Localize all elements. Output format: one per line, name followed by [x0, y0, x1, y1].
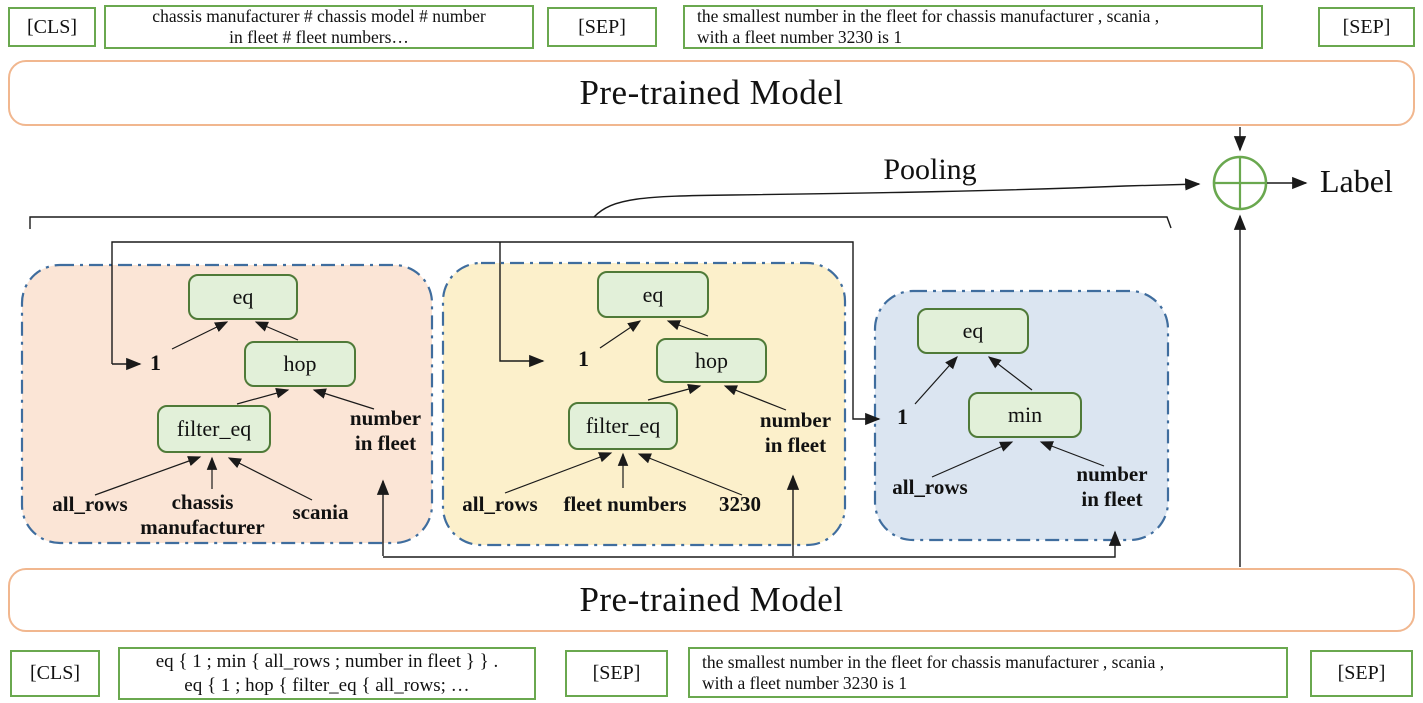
bottom-sep1-text: [SEP]	[592, 662, 641, 684]
tree3-one-text: 1	[897, 404, 908, 429]
one-feed-tree2	[499, 242, 545, 368]
tree2-eq-node: eq	[597, 271, 709, 318]
tree2-fleetnumbers-text: fleet numbers	[563, 492, 687, 516]
column-feed-line	[383, 530, 1122, 558]
bottom-statement-box: the smallest number in the fleet for cha…	[688, 647, 1288, 698]
top-statement-line2: with a fleet number 3230 is 1	[697, 27, 903, 47]
bottom-sep2-text: [SEP]	[1337, 662, 1386, 684]
tree1-panel	[20, 263, 434, 545]
tree1-hop-text: hop	[283, 351, 317, 376]
bottom-statement-line2: with a fleet number 3230 is 1	[702, 672, 908, 693]
tree1-one-text: 1	[150, 350, 161, 375]
tree1-chassis-line1: chassis	[171, 490, 234, 514]
tree1-scania-text: scania	[292, 500, 349, 524]
top-sep1-text: [SEP]	[578, 15, 626, 38]
tree2-filtereq-node: filter_eq	[568, 402, 678, 450]
pooling-bracket	[29, 216, 1172, 229]
bottom-statement-line1: the smallest number in the fleet for cha…	[702, 651, 1165, 672]
top-sep1-token: [SEP]	[547, 7, 657, 47]
sum-node	[1212, 127, 1308, 567]
tree1-eq-node: eq	[188, 274, 298, 320]
top-table-line1: chassis manufacturer # chassis model # n…	[152, 6, 486, 26]
tree1-allrows-text: all_rows	[52, 492, 128, 516]
tree3-edges	[914, 356, 1105, 478]
tree1-column-leaf: number in fleet	[338, 406, 433, 456]
top-table-line2: in fleet # fleet numbers…	[229, 27, 409, 47]
tree1-column-line1: number	[349, 406, 422, 430]
output-label: Label	[1320, 163, 1393, 200]
pretrained-model-bottom: Pre-trained Model	[8, 568, 1415, 632]
pooling-text: Pooling	[883, 153, 977, 186]
tree1-eq-text: eq	[232, 284, 254, 309]
top-sep2-text: [SEP]	[1342, 15, 1391, 38]
tree3-one-leaf: 1	[897, 404, 908, 430]
bottom-logicform-box: eq { 1 ; min { all_rows ; number in flee…	[118, 647, 536, 700]
tree2-3230-text: 3230	[719, 492, 761, 516]
tree1-allrows-leaf: all_rows	[40, 492, 140, 517]
tree3-allrows-text: all_rows	[892, 475, 968, 499]
top-statement-box: the smallest number in the fleet for cha…	[683, 5, 1263, 49]
tree2-allrows-leaf: all_rows	[450, 492, 550, 517]
tree2-allrows-text: all_rows	[462, 492, 538, 516]
tree3-column-leaf: number in fleet	[1062, 462, 1162, 512]
tree1-edges	[94, 321, 375, 501]
tree3-allrows-leaf: all_rows	[880, 475, 980, 500]
one-feed-line	[111, 241, 881, 426]
tree3-min-node: min	[968, 392, 1082, 438]
tree2-hop-node: hop	[656, 338, 767, 383]
bottom-logicform-line2: eq { 1 ; hop { filter_eq { all_rows; …	[184, 674, 470, 696]
tree2-eq-text: eq	[642, 281, 664, 307]
pretrained-model-top: Pre-trained Model	[8, 60, 1415, 126]
tree2-column-line1: number	[759, 408, 832, 432]
tree1-chassis-leaf: chassis manufacturer	[130, 490, 275, 540]
top-cls-text: [CLS]	[27, 15, 77, 38]
pretrained-model-bottom-label: Pre-trained Model	[579, 580, 844, 619]
bottom-sep2-token: [SEP]	[1310, 650, 1413, 697]
tree1-filtereq-node: filter_eq	[157, 405, 271, 453]
tree2-filtereq-text: filter_eq	[585, 413, 661, 438]
tree1-chassis-line2: manufacturer	[140, 515, 265, 539]
tree3-eq-node: eq	[917, 308, 1029, 354]
pooling-arrow	[593, 178, 1201, 218]
tree3-eq-text: eq	[962, 318, 984, 343]
tree2-one-leaf: 1	[578, 346, 589, 372]
top-statement-line1: the smallest number in the fleet for cha…	[697, 6, 1160, 26]
tree3-column-line2: in fleet	[1081, 487, 1143, 511]
tree2-one-text: 1	[578, 346, 589, 371]
pooling-label: Pooling	[855, 153, 1005, 187]
tree1-column-line2: in fleet	[354, 431, 417, 455]
tree2-column-line2: in fleet	[764, 433, 827, 457]
tree2-fleetnumbers-leaf: fleet numbers	[555, 492, 695, 517]
top-sep2-token: [SEP]	[1318, 7, 1415, 47]
top-table-header-box: chassis manufacturer # chassis model # n…	[104, 5, 534, 49]
output-label-text: Label	[1320, 163, 1393, 199]
tree1-scania-leaf: scania	[283, 500, 358, 525]
bottom-sep1-token: [SEP]	[565, 650, 668, 697]
pretrained-model-top-label: Pre-trained Model	[579, 73, 844, 112]
tree2-3230-leaf: 3230	[705, 492, 775, 517]
tree1-one-leaf: 1	[150, 350, 161, 376]
bottom-cls-token: [CLS]	[10, 650, 100, 697]
tree3-min-text: min	[1007, 402, 1043, 427]
tree2-edges	[504, 320, 787, 496]
tree2-hop-text: hop	[695, 347, 728, 373]
tree1-filtereq-text: filter_eq	[176, 416, 252, 441]
tree2-column-leaf: number in fleet	[748, 408, 843, 458]
top-cls-token: [CLS]	[8, 7, 96, 47]
tree3-column-line1: number	[1076, 462, 1148, 486]
bottom-logicform-line1: eq { 1 ; min { all_rows ; number in flee…	[155, 650, 499, 672]
tree1-hop-node: hop	[244, 341, 356, 387]
bottom-cls-text: [CLS]	[30, 662, 80, 684]
